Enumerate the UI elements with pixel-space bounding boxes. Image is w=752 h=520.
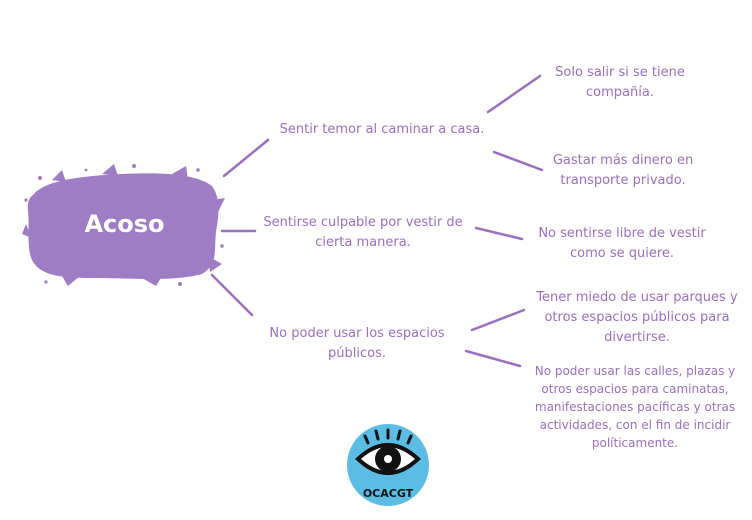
connector-branch-1-child-1: [486, 74, 542, 114]
leaf-label-private-transport: Gastar más dinero en transporte privado.: [552, 153, 694, 188]
connector-branch-1-child-2: [492, 150, 544, 172]
connector-branch-3-child-1: [470, 308, 526, 332]
connector-branch-3-child-2: [464, 349, 522, 368]
eye-icon: [355, 428, 421, 475]
paint-blob-shape: [22, 164, 225, 286]
logo-text: OCACGT: [363, 487, 414, 500]
connector-branch-2-child-1: [474, 226, 524, 241]
leaf-label-not-free-to-dress: No sentirse libre de vestir como se quie…: [538, 226, 706, 261]
root-label: Acoso: [84, 210, 165, 238]
leaf-label-only-with-company: Solo salir si se tiene compañía.: [555, 65, 685, 100]
root-node: Acoso: [22, 160, 227, 288]
branch-label-no-public-spaces: No poder usar los espacios públicos.: [269, 326, 445, 361]
branch-label-fear-walking: Sentir temor al caminar a casa.: [279, 122, 485, 137]
leaf-label-afraid-of-parks: Tener miedo de usar parques y otros espa…: [536, 290, 738, 345]
connector-root-branch-1: [222, 138, 270, 178]
connector-root-branch-3: [210, 273, 254, 317]
ocacgt-logo: OCACGT: [345, 421, 431, 511]
leaf-label-cannot-use-streets: No poder usar las calles, plazas y otros…: [534, 364, 736, 450]
branch-label-feel-guilty: Sentirse culpable por vestir de cierta m…: [263, 215, 463, 250]
